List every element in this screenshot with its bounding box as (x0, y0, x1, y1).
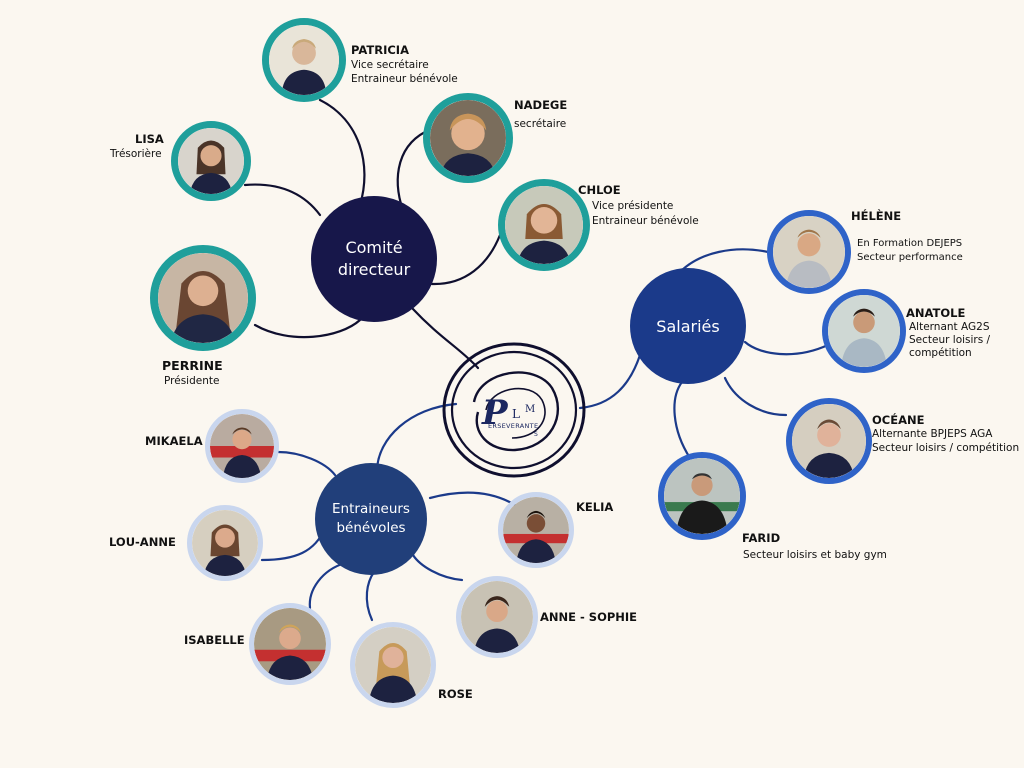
name-mikaela: MIKAELA (145, 434, 203, 448)
avatar-farid (658, 452, 746, 540)
role-anatole-3: compétition (909, 347, 972, 359)
hub-entraineurs-line2: bénévoles (336, 520, 406, 536)
connector-anatole (743, 340, 830, 356)
role-anatole-2: Secteur loisirs / (909, 334, 991, 346)
name-patricia: PATRICIA (351, 43, 409, 57)
avatar-kelia (498, 492, 574, 568)
logo-letter-s: S (534, 431, 538, 438)
connector-farid (673, 380, 692, 460)
connector-salaries-logo (578, 353, 642, 410)
club-logo: P L M ERSEVERANTE S (440, 340, 588, 480)
name-isabelle: ISABELLE (184, 633, 245, 647)
name-lisa: LISA (135, 132, 164, 146)
connector-isabelle (308, 561, 347, 610)
role-helene-2: Secteur performance (857, 252, 963, 263)
avatar-perrine (150, 245, 256, 351)
avatar-helene (767, 210, 851, 294)
avatar-annesophie (456, 576, 538, 658)
avatar-mikaela (205, 409, 279, 483)
name-perrine: PERRINE (162, 358, 223, 373)
connector-perrine (253, 318, 362, 339)
role-lisa-1: Trésorière (110, 148, 162, 160)
role-patricia-2: Entraineur bénévole (351, 73, 458, 85)
role-chloe-2: Entraineur bénévole (592, 215, 699, 227)
connector-comite-logo (410, 306, 480, 370)
avatar-patricia (262, 18, 346, 102)
hub-comite-line2: directeur (337, 260, 411, 279)
name-helene: HÉLÈNE (851, 209, 902, 223)
logo-letter-l: L (512, 407, 520, 421)
role-oceane-2: Secteur loisirs / compétition (872, 442, 1020, 454)
connector-oceane (723, 376, 788, 417)
connector-mikaela (276, 450, 337, 477)
name-kelia: KELIA (576, 500, 614, 514)
avatar-anatole (822, 289, 906, 373)
connector-helene (678, 248, 770, 274)
avatar-lisa (171, 121, 251, 201)
avatar-nadege (423, 93, 513, 183)
name-nadege: NADEGE (514, 98, 568, 112)
hub-entraineurs-line1: Entraineurs (332, 501, 410, 517)
logo-word: ERSEVERANTE (488, 422, 538, 430)
connector-lisa (243, 183, 322, 217)
connector-patricia (318, 98, 366, 207)
logo-letter-p: P (481, 393, 509, 433)
name-farid: FARID (742, 531, 781, 545)
name-annesophie: ANNE - SOPHIE (540, 610, 638, 624)
name-louanne: LOU-ANNE (109, 535, 176, 549)
role-helene-1: En Formation DEJEPS (857, 238, 963, 249)
role-nadege-1: secrétaire (514, 118, 567, 130)
connector-entraineurs-logo (375, 402, 458, 472)
hub-salaries: Salariés (630, 268, 746, 384)
role-perrine-1: Présidente (164, 375, 220, 387)
role-oceane-1: Alternante BPJEPS AGA (872, 428, 993, 440)
name-anatole: ANATOLE (906, 306, 966, 320)
avatar-isabelle (249, 603, 331, 685)
avatar-louanne (187, 505, 263, 581)
avatar-chloe (498, 179, 590, 271)
avatar-rose (350, 622, 436, 708)
name-oceane: OCÉANE (872, 413, 925, 427)
connector-rose (365, 570, 376, 622)
connector-louanne (260, 526, 327, 562)
hub-salaries-label: Salariés (656, 316, 720, 336)
connector-annesophie (411, 553, 464, 582)
role-anatole-1: Alternant AG2S (909, 321, 990, 333)
role-patricia-1: Vice secrétaire (351, 59, 429, 71)
hub-comite-directeur: Comité directeur (311, 196, 437, 322)
avatar-oceane (786, 398, 872, 484)
hub-comite-line1: Comité (345, 238, 403, 257)
hub-entraineurs-benevoles: Entraineurs bénévoles (315, 463, 427, 575)
role-farid-1: Secteur loisirs et baby gym (743, 549, 887, 561)
connector-kelia (428, 491, 517, 507)
connector-chloe (430, 233, 502, 286)
role-chloe-1: Vice présidente (592, 200, 674, 212)
name-rose: ROSE (438, 687, 473, 701)
logo-letter-m: M (525, 404, 535, 415)
name-chloe: CHLOE (578, 183, 621, 197)
